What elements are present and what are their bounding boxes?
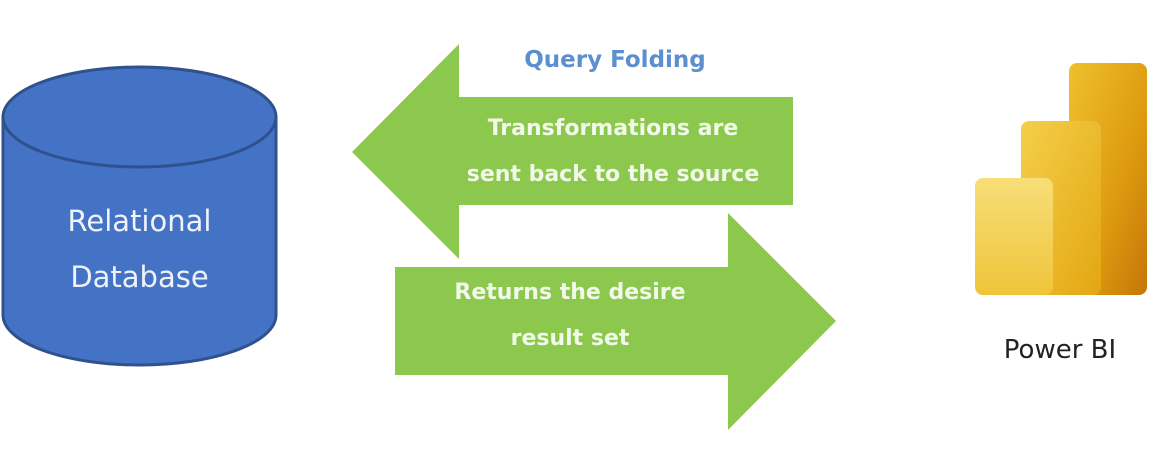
right-arrow-label-line-2: result set xyxy=(510,326,630,351)
database-label: Relational Database xyxy=(3,193,276,305)
left-arrow-shape xyxy=(352,44,793,259)
left-arrow-label-line-2: sent back to the source xyxy=(466,162,760,187)
database-cylinder-icon xyxy=(1,65,278,367)
database-label-line-1: Relational xyxy=(67,204,212,238)
left-arrow-label: Transformations are sent back to the sou… xyxy=(438,106,788,198)
right-arrow-label: Returns the desire result set xyxy=(400,270,740,362)
power-bi-label: Power BI xyxy=(1003,335,1117,365)
left-arrow-label-line-1: Transformations are xyxy=(487,116,739,141)
power-bi-logo-icon xyxy=(975,63,1147,295)
right-arrow-shape xyxy=(395,213,836,430)
database-label-line-2: Database xyxy=(70,260,209,294)
right-arrow-label-line-1: Returns the desire xyxy=(454,280,686,305)
query-folding-title: Query Folding xyxy=(524,47,706,73)
